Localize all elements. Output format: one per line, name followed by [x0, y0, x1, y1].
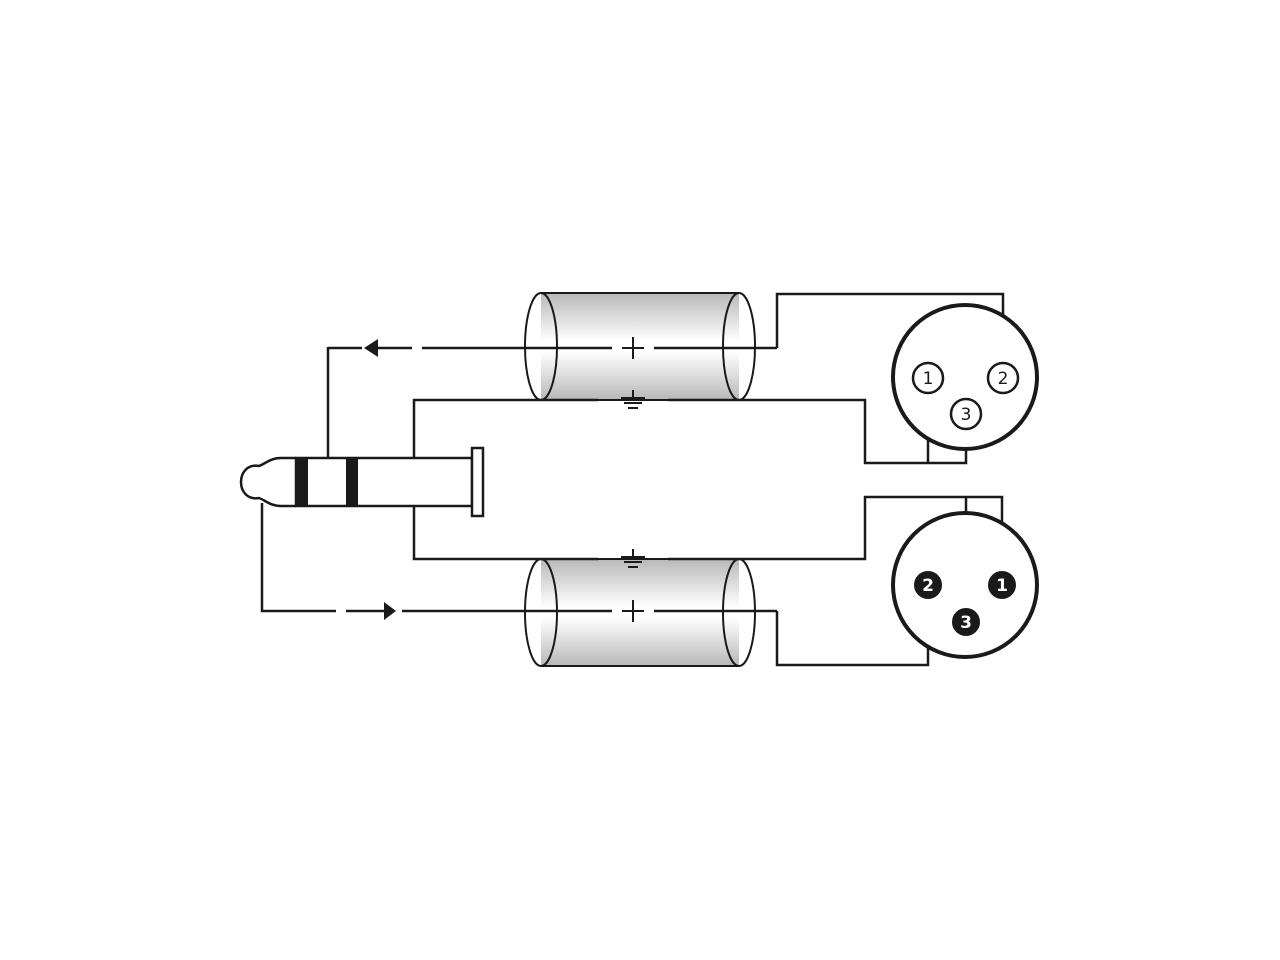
ground-icon [621, 390, 645, 409]
xlr-pin: 2 [914, 571, 942, 599]
arrow-left-icon [364, 339, 378, 357]
ground-icon [621, 549, 645, 568]
lower-cable-shield [524, 558, 756, 667]
stereo-jack-plug [239, 446, 485, 518]
xlr-pin: 1 [988, 571, 1016, 599]
xlr-pin: 3 [952, 608, 980, 636]
upper-ground-wire [412, 391, 968, 465]
plus-icon [622, 337, 644, 359]
xlr-pin: 3 [949, 397, 983, 431]
svg-text:3: 3 [961, 405, 972, 425]
svg-text:1: 1 [996, 576, 1008, 596]
xlr-pin: 1 [911, 361, 945, 395]
svg-text:2: 2 [998, 369, 1009, 389]
plus-icon [622, 600, 644, 622]
svg-text:3: 3 [960, 613, 972, 633]
lower-xlr-connector: 2 1 3 [891, 511, 1039, 659]
arrow-right-icon [384, 602, 396, 620]
svg-text:1: 1 [923, 369, 934, 389]
svg-text:2: 2 [922, 576, 934, 596]
upper-xlr-connector: 1 2 3 [891, 303, 1039, 451]
insulator-ring [346, 458, 358, 506]
xlr-pin: 2 [986, 361, 1020, 395]
insulator-ring [296, 458, 308, 506]
upper-cable-shield [524, 292, 756, 401]
